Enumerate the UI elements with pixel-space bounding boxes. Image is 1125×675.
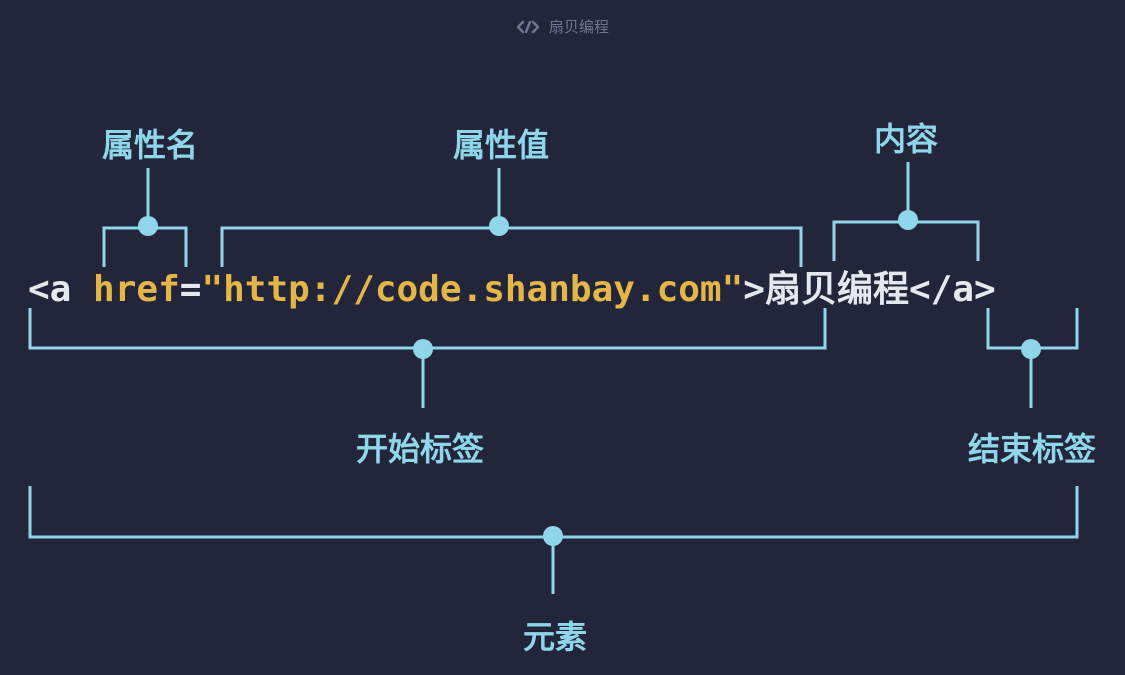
attr-value-bracket	[220, 168, 803, 267]
content-dot	[898, 210, 918, 230]
equals-sign: =	[179, 269, 202, 310]
brand: 扇贝编程	[0, 16, 1125, 37]
attribute-value: "http://code.shanbay.com"	[201, 269, 744, 310]
attr-value-dot	[489, 216, 509, 236]
code-brackets-icon	[516, 18, 549, 36]
start-tag-bracket	[28, 308, 827, 408]
start-tag-dot	[413, 339, 433, 359]
element-content: 扇贝编程	[764, 269, 909, 310]
brand-text: 扇贝编程	[548, 18, 609, 36]
html-code-line: <a href="http://code.shanbay.com">扇贝编程</…	[28, 268, 996, 312]
close-tag: </a>	[909, 269, 996, 310]
label-element: 元素	[522, 618, 588, 656]
attribute-name: href	[93, 269, 180, 310]
attr-name-dot	[138, 216, 158, 236]
open-tag-start: <a	[28, 269, 72, 310]
label-attr-value: 属性值	[452, 126, 550, 164]
end-tag-dot	[1021, 339, 1041, 359]
element-dot	[543, 526, 563, 546]
label-attr-name: 属性名	[101, 126, 199, 164]
open-tag-end: >	[743, 269, 765, 310]
label-end-tag: 结束标签	[967, 430, 1097, 468]
label-start-tag: 开始标签	[355, 430, 485, 468]
label-content: 内容	[873, 120, 939, 158]
